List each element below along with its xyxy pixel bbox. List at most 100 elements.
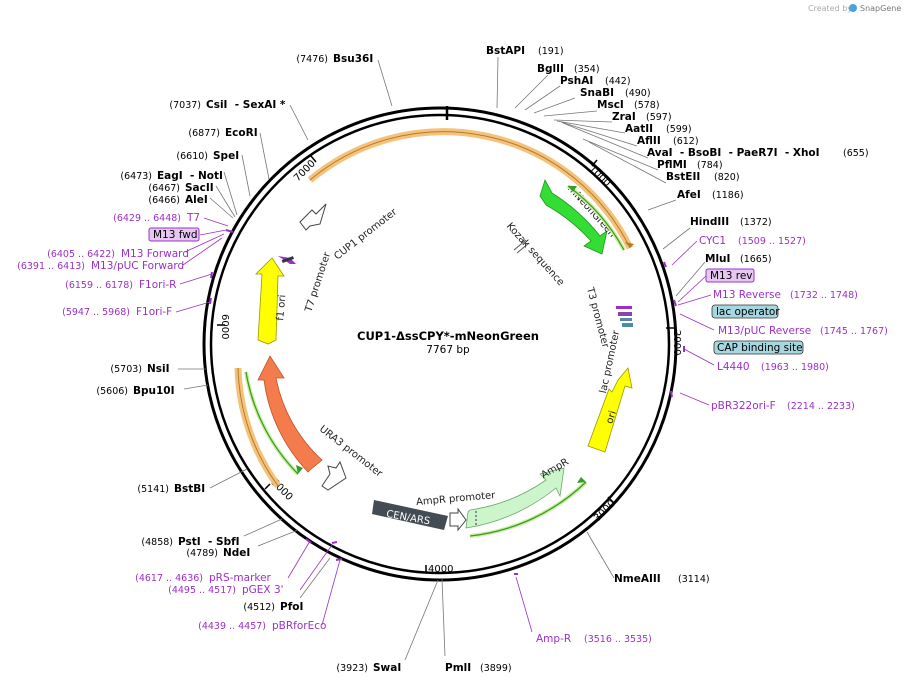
site-csii-group[interactable]: CsiI - SexAI * — [206, 99, 286, 111]
site-pfoi[interactable]: PfoI — [280, 601, 303, 613]
site-bsteii[interactable]: BstEII — [666, 171, 700, 183]
primer-t7[interactable]: T7 — [186, 212, 200, 224]
site-afei-pos: (1186) — [712, 190, 744, 201]
site-hindiii[interactable]: HindIII — [690, 216, 729, 228]
primer-m13-fwd: M13 fwd — [153, 229, 198, 241]
primer-amp-r-pos: (3516 .. 3535) — [584, 634, 652, 645]
ori-feature[interactable] — [587, 367, 633, 453]
site-aatii[interactable]: AatII — [625, 123, 653, 135]
site-zrai[interactable]: ZraI — [612, 111, 636, 123]
tick-mark — [607, 496, 615, 504]
feature-lac-operator: lac operator — [716, 306, 780, 318]
tick-2000: 2000 — [671, 330, 682, 355]
site-snabi-pos: (490) — [625, 88, 651, 99]
site-sacii[interactable]: SacII — [185, 182, 214, 194]
m13-fwd-box[interactable] — [148, 227, 200, 242]
site-ecori[interactable]: EcoRI — [225, 127, 258, 139]
site-nmeaiii[interactable]: NmeAIII — [614, 573, 661, 585]
site-psti-group[interactable]: PstI - SbfI — [178, 536, 240, 548]
ura3-feature[interactable] — [257, 355, 323, 473]
cup1-promoter-feature[interactable] — [299, 203, 327, 231]
site-bglii[interactable]: BglII — [537, 63, 564, 75]
primer-pgex3-pos: (4495 .. 4517) — [168, 585, 236, 596]
primer-pbrforeco[interactable]: pBRforEco — [272, 620, 326, 632]
primer-f1ori-r[interactable]: F1ori-R — [139, 279, 176, 291]
t3-promoter-feature[interactable] — [616, 306, 632, 309]
primer-amp-r[interactable]: Amp-R — [536, 633, 571, 645]
site-csii-pos: (7037) — [169, 100, 201, 111]
site-bpu10i-pos: (5606) — [96, 386, 128, 397]
primer-m13-puc-forward[interactable]: M13/pUC Forward — [91, 260, 184, 272]
cap-binding-box[interactable] — [713, 340, 804, 355]
site-bsu36i-pos: (7476) — [296, 54, 328, 65]
primer-m13-reverse-pos: (1732 .. 1748) — [790, 290, 858, 301]
site-bsu36i[interactable]: Bsu36I — [333, 53, 373, 65]
f1-ori-label: f1 ori — [275, 294, 288, 321]
primer-f1ori-r-pos: (6159 .. 6178) — [65, 280, 133, 291]
primer-mark — [620, 318, 632, 321]
site-spei[interactable]: SpeI — [213, 150, 239, 162]
kozak-label: Kozak sequence — [504, 221, 566, 288]
primer-prs-marker[interactable]: pRS-marker — [209, 572, 272, 584]
primer-m13-reverse[interactable]: M13 Reverse — [713, 289, 781, 301]
site-eagi-group[interactable]: EagI - NotI — [157, 170, 223, 182]
ura3-promoter-label: URA3 promoter — [317, 424, 385, 480]
primer-l4440-pos: (1963 .. 1980) — [761, 362, 829, 373]
primer-f1ori-f-pos: (5947 .. 5968) — [62, 307, 130, 318]
site-afei[interactable]: AfeI — [677, 189, 701, 201]
site-bpu10i[interactable]: Bpu10I — [133, 385, 175, 397]
site-alei-pos: (6466) — [148, 195, 180, 206]
primer-l4440[interactable]: L4440 — [717, 361, 750, 373]
site-swai-pos: (3923) — [336, 663, 368, 674]
site-bstapi[interactable]: BstAPI — [486, 45, 525, 57]
site-pflmi[interactable]: PflMI — [657, 159, 687, 171]
lac-operator-box[interactable] — [711, 304, 779, 319]
site-spei-pos: (6610) — [176, 151, 208, 162]
site-aflii[interactable]: AflII — [637, 135, 661, 147]
t7-promoter-label: T7 promoter — [303, 250, 333, 314]
primer-cyc1-pos: (1509 .. 1527) — [738, 236, 806, 247]
site-nmeaiii-pos: (3114) — [678, 574, 710, 585]
cap-site-feature[interactable] — [622, 323, 633, 327]
orf-line-left — [237, 367, 279, 487]
site-nsii-pos: (5703) — [110, 364, 142, 375]
cen-ars-feature[interactable] — [372, 500, 448, 530]
site-nsii[interactable]: NsiI — [147, 363, 170, 375]
primer-cyc1[interactable]: CYC1 — [699, 235, 726, 247]
lac-operator-feature[interactable] — [618, 312, 632, 316]
m13-rev-box[interactable] — [705, 268, 755, 283]
site-snabi[interactable]: SnaBI — [580, 87, 614, 99]
orf-arrowhead — [625, 242, 634, 248]
site-ndei[interactable]: NdeI — [223, 547, 250, 559]
primer-f1ori-f[interactable]: F1ori-F — [136, 306, 172, 318]
site-pmli[interactable]: PmlI — [445, 662, 471, 674]
site-msci[interactable]: MscI — [597, 99, 624, 111]
site-alei[interactable]: AleI — [185, 194, 208, 206]
credit-prefix: Created by — [808, 4, 852, 13]
mneongreen-feature[interactable] — [539, 178, 608, 255]
site-bsteii-pos: (820) — [714, 172, 740, 183]
site-pshai-pos: (442) — [605, 76, 631, 87]
site-mlui[interactable]: MluI — [705, 253, 730, 265]
primer-m13-puc-reverse[interactable]: M13/pUC Reverse — [718, 325, 811, 337]
site-sacii-pos: (6467) — [148, 183, 180, 194]
site-xhoi-group[interactable]: AvaI - BsoBI - PaeR7I - XhoI — [647, 147, 820, 159]
f1-ori-feature[interactable] — [255, 257, 285, 345]
site-swai[interactable]: SwaI — [373, 662, 401, 674]
site-msci-pos: (578) — [634, 100, 660, 111]
site-pshai[interactable]: PshAI — [560, 75, 593, 87]
t3-promoter-label: T3 promoter — [584, 285, 611, 350]
ura3-promoter-feature[interactable] — [321, 460, 347, 491]
site-bstbi-pos: (5141) — [137, 484, 169, 495]
ampr-feature[interactable] — [465, 467, 565, 529]
tick-6000: 6000 — [219, 314, 230, 339]
ampr-promoter-feature[interactable] — [449, 507, 467, 532]
primer-m13-forward[interactable]: M13 Forward — [121, 248, 189, 260]
orf-arrowhead — [296, 465, 303, 474]
primer-pbr322ori-f[interactable]: pBR322ori-F — [711, 400, 776, 412]
site-bstbi[interactable]: BstBI — [174, 483, 205, 495]
cup1-promoter-label: CUP1 promoter — [332, 206, 400, 262]
primer-pgex3[interactable]: pGEX 3' — [242, 584, 284, 596]
primer-leaders — [175, 217, 715, 633]
